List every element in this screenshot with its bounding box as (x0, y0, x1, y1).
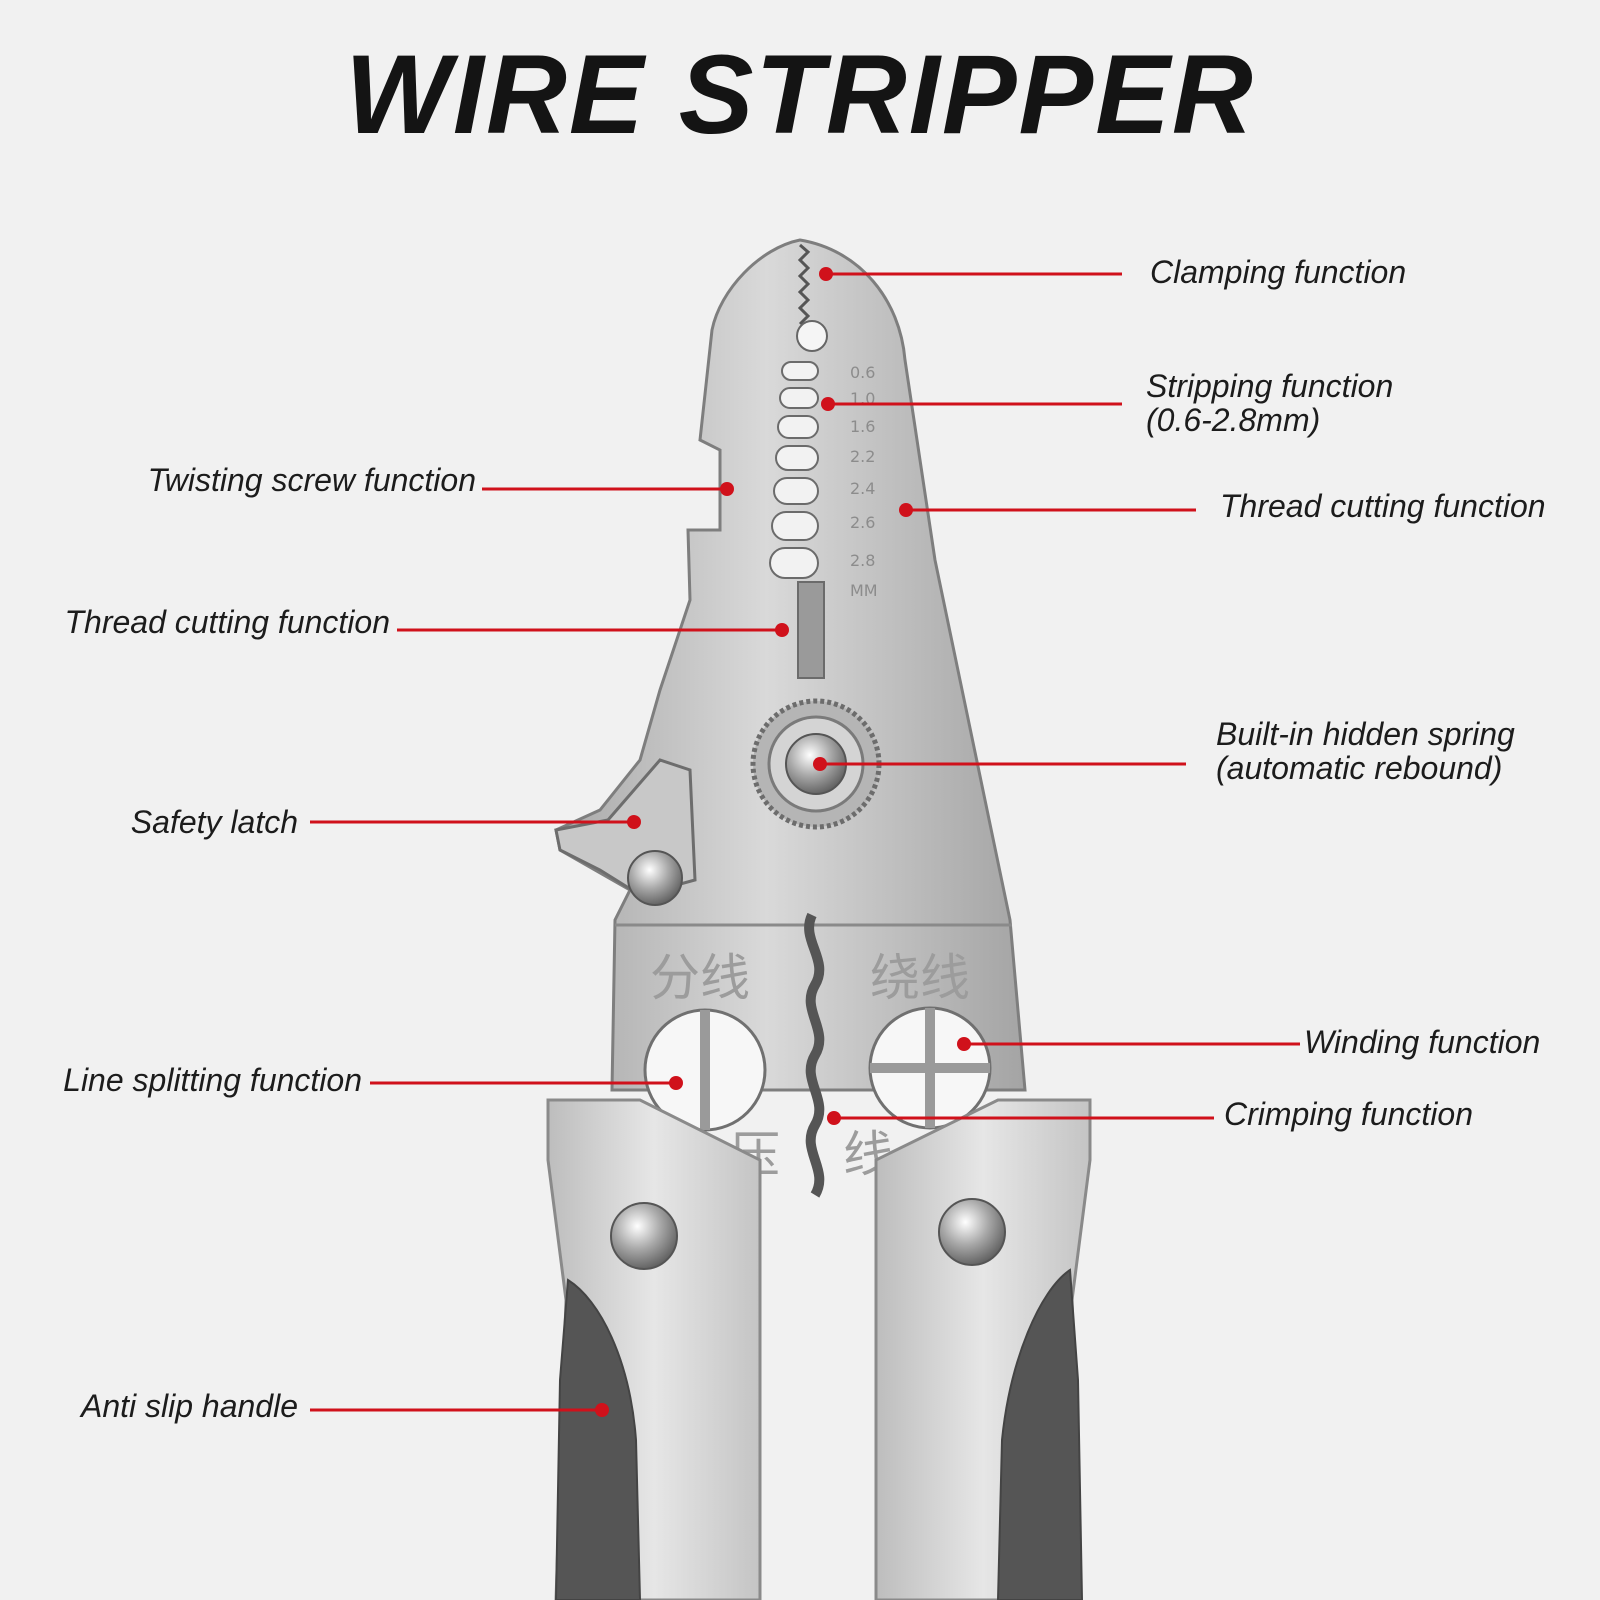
callout-twisting-line-1: Twisting screw function (147, 462, 476, 498)
callout-dot-crimping (827, 1111, 841, 1125)
callout-stripping: Stripping function (0.6-2.8mm) (1146, 368, 1394, 438)
callout-dot-spring (813, 757, 827, 771)
callout-thread-cut-right: Thread cutting function (1220, 488, 1546, 524)
callout-clamping-line-1: Clamping function (1150, 254, 1407, 290)
callout-dot-clamping (819, 267, 833, 281)
left-grip (554, 1278, 642, 1600)
callout-crimping: Crimping function (1224, 1096, 1473, 1132)
scale-mark: 2.2 (850, 447, 875, 466)
callout-splitting-line-1: Line splitting function (63, 1062, 362, 1098)
center-gap (804, 912, 825, 1198)
callout-dot-stripping (821, 397, 835, 411)
callout-crimping-line-1: Crimping function (1224, 1096, 1473, 1132)
scale-mark: MM (850, 581, 878, 600)
callout-dot-thread-cut-right (899, 503, 913, 517)
callout-handle-line-1: Anti slip handle (80, 1388, 298, 1424)
callout-thread-cut-left-line-1: Thread cutting function (64, 604, 390, 640)
engraving-wind: 绕线 (870, 949, 970, 1007)
callout-spring-line-1: Built-in hidden spring (1216, 716, 1515, 752)
scale-mark: 2.6 (850, 513, 875, 532)
callout-dot-splitting (669, 1076, 683, 1090)
callout-spring-line-2: (automatic rebound) (1216, 749, 1503, 786)
right-grip (996, 1268, 1084, 1600)
callout-dot-twisting (720, 482, 734, 496)
callout-spring: Built-in hidden spring (automatic reboun… (1216, 716, 1515, 786)
callout-clamping: Clamping function (1150, 254, 1407, 290)
callout-dots (595, 267, 971, 1417)
callout-dot-latch (627, 815, 641, 829)
callout-latch-line-1: Safety latch (130, 804, 298, 840)
callout-dot-handle (595, 1403, 609, 1417)
callout-stripping-line-1: Stripping function (1146, 368, 1394, 404)
page-title: WIRE STRIPPER (345, 32, 1255, 157)
callout-handle: Anti slip handle (80, 1388, 298, 1424)
scale-mark: 1.6 (850, 417, 875, 436)
stripping-notches (769, 361, 819, 579)
callout-winding: Winding function (1304, 1024, 1541, 1060)
callout-stripping-line-2: (0.6-2.8mm) (1146, 401, 1321, 438)
scale-mark: 2.4 (850, 479, 875, 498)
stripping-scale-marks: 0.61.01.62.22.42.62.8MM (850, 363, 878, 600)
callout-thread-cut-right-line-1: Thread cutting function (1220, 488, 1546, 524)
callout-latch: Safety latch (130, 804, 298, 840)
callout-dot-winding (957, 1037, 971, 1051)
callout-splitting: Line splitting function (63, 1062, 362, 1098)
right-handle-rivet (938, 1198, 1006, 1266)
left-handle-rivet (610, 1202, 678, 1270)
jaw-serration (797, 243, 811, 326)
callout-thread-cut-left: Thread cutting function (64, 604, 390, 640)
scale-mark: 0.6 (850, 363, 875, 382)
cutting-blade-slot (797, 581, 825, 679)
latch-rivet (627, 850, 683, 906)
jaw-hole (796, 320, 828, 352)
callout-winding-line-1: Winding function (1304, 1024, 1541, 1060)
engraving-split: 分线 (650, 949, 750, 1007)
callout-twisting: Twisting screw function (147, 462, 476, 498)
callout-lines (310, 272, 1300, 1412)
callout-dot-thread-cut-left (775, 623, 789, 637)
scale-mark: 2.8 (850, 551, 875, 570)
